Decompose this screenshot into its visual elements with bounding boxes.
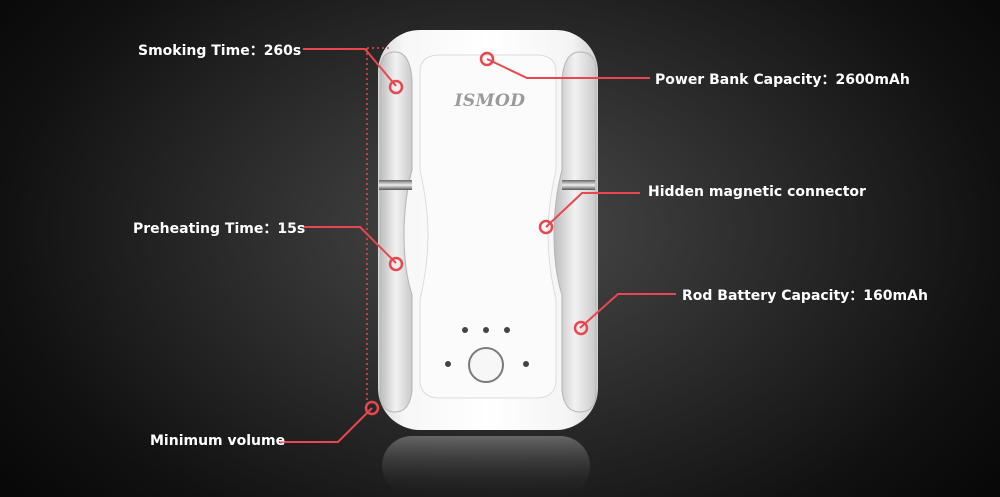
preheating-time-label: Preheating Time：15s bbox=[133, 221, 306, 237]
preheating-time-marker bbox=[388, 256, 404, 272]
smoking-time-marker bbox=[388, 79, 404, 95]
preheating-time-leader bbox=[303, 226, 397, 264]
rod-battery-marker bbox=[573, 320, 589, 336]
right-magnetic-connector bbox=[562, 180, 595, 190]
hidden-connector-label: Hidden magnetic connector bbox=[648, 184, 866, 200]
left-rod bbox=[379, 51, 413, 413]
device-reflection bbox=[382, 436, 590, 496]
power-bank-leader bbox=[486, 58, 650, 79]
minimum-volume-marker bbox=[364, 400, 380, 416]
rod-battery-leader bbox=[579, 293, 676, 329]
left-magnetic-connector bbox=[379, 180, 412, 190]
minimum-volume-leader bbox=[280, 407, 373, 443]
connector-marker bbox=[538, 219, 554, 235]
led-indicator bbox=[483, 327, 489, 333]
rod-battery-capacity-label: Rod Battery Capacity：160mAh bbox=[682, 288, 928, 304]
power-bank-marker bbox=[479, 51, 495, 67]
brand-logo: ISMOD bbox=[454, 91, 526, 111]
smoking-time-leader bbox=[303, 48, 397, 87]
led-indicator bbox=[462, 327, 468, 333]
connector-leader bbox=[545, 192, 640, 228]
power-button[interactable] bbox=[468, 347, 504, 383]
volume-guide-line bbox=[366, 47, 390, 408]
led-indicator bbox=[523, 361, 529, 367]
power-bank-capacity-label: Power Bank Capacity：2600mAh bbox=[655, 72, 910, 88]
smoking-time-label: Smoking Time：260s bbox=[138, 43, 302, 59]
led-indicator bbox=[445, 361, 451, 367]
center-panel bbox=[419, 54, 557, 399]
led-indicator bbox=[504, 327, 510, 333]
minimum-volume-label: Minimum volume bbox=[150, 433, 286, 449]
